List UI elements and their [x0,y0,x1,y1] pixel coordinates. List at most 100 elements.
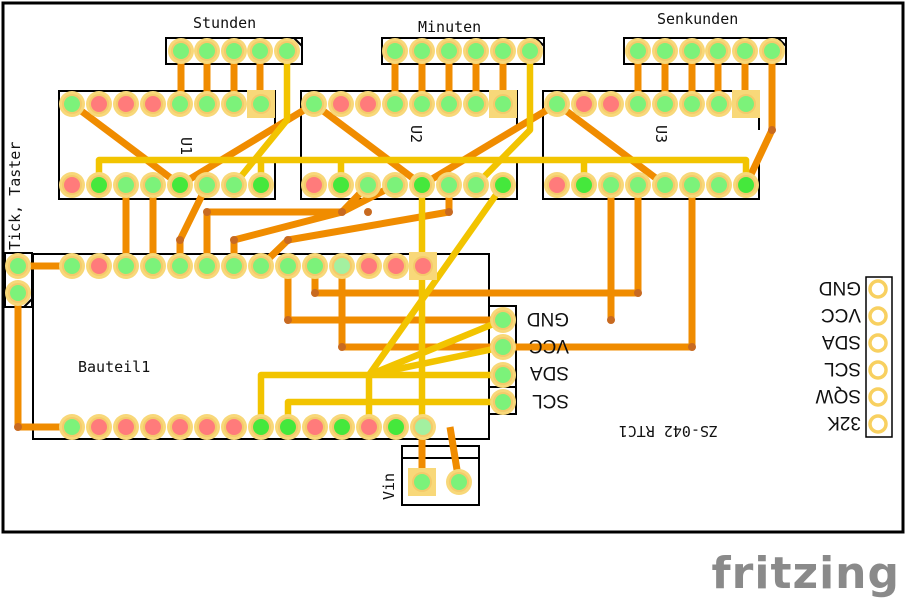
chip-pad[interactable] [167,91,193,117]
chip-pad[interactable] [571,172,597,198]
chip-pad[interactable] [463,91,489,117]
vin-pad[interactable] [408,468,436,496]
bauteil-pad[interactable] [275,414,301,440]
trace-top[interactable] [367,316,505,379]
chip-pad[interactable] [463,172,489,198]
bauteil-pad[interactable] [194,253,220,279]
chip-pad[interactable] [436,91,462,117]
chip-pad[interactable] [301,91,327,117]
bauteil-pad[interactable] [302,414,328,440]
chip-pad[interactable] [194,91,220,117]
header-pad[interactable] [247,38,273,64]
bauteil-pad[interactable] [329,253,355,279]
bauteil-pad[interactable] [86,414,112,440]
chip-pad[interactable] [301,172,327,198]
trace-bottom[interactable] [554,101,668,188]
chip-pad[interactable] [382,91,408,117]
rtc-connector-pad[interactable] [490,389,516,415]
bauteil-pad[interactable] [86,253,112,279]
chip-pad[interactable] [490,172,516,198]
chip-pad[interactable] [409,172,435,198]
chip-pad[interactable] [652,172,678,198]
bauteil-pad[interactable] [221,253,247,279]
trace-bottom[interactable] [420,100,559,189]
chip-pad[interactable] [248,172,274,198]
bauteil-pad[interactable] [194,414,220,440]
rtc-connector-pad[interactable] [490,307,516,333]
bauteil-pad[interactable] [410,414,436,440]
bauteil-pad[interactable] [383,414,409,440]
bauteil-pad[interactable] [167,253,193,279]
header-pad[interactable] [274,38,300,64]
header-pad[interactable] [436,38,462,64]
chip-pad[interactable] [382,172,408,198]
rtc-module-pad[interactable] [868,360,888,380]
vin-pad[interactable] [446,469,472,495]
chip-pad[interactable] [544,91,570,117]
trace-top[interactable] [368,343,504,379]
chip-pad[interactable] [113,91,139,117]
minuten-header-outline[interactable] [381,37,545,65]
bauteil-pad[interactable] [302,253,328,279]
chip-pad[interactable] [436,172,462,198]
chip-pad[interactable] [194,172,220,198]
tick-taster-outline[interactable] [4,252,33,308]
bauteil-pad[interactable] [113,253,139,279]
chip-pad[interactable] [113,172,139,198]
bauteil-pad[interactable] [59,253,85,279]
bauteil-pad[interactable] [140,414,166,440]
chip-pad[interactable] [733,172,759,198]
rtc-connector-pad[interactable] [490,362,516,388]
sekunden-header-outline[interactable] [623,37,787,65]
stunden-header-outline[interactable] [165,37,303,65]
header-pad[interactable] [490,38,516,64]
chip-pad[interactable] [652,91,678,117]
chip-pad[interactable] [221,172,247,198]
chip-pad[interactable] [544,172,570,198]
trace-bottom[interactable] [311,101,425,188]
header-pad[interactable] [732,38,758,64]
chip-pad[interactable] [328,172,354,198]
header-pad[interactable] [221,38,247,64]
chip-pad[interactable] [140,91,166,117]
chip-pad[interactable] [86,91,112,117]
header-pad[interactable] [194,38,220,64]
rtc-module-connector-outline[interactable] [865,276,893,438]
trace-bottom[interactable] [178,101,316,188]
chip-pad[interactable] [706,172,732,198]
header-pad[interactable] [409,38,435,64]
chip-pad[interactable] [167,172,193,198]
bauteil-pad[interactable] [275,253,301,279]
header-pad[interactable] [705,38,731,64]
rtc-module-pad[interactable] [868,279,888,299]
header-pad[interactable] [625,38,651,64]
chip-pad[interactable] [679,172,705,198]
chip-pad[interactable] [247,90,275,118]
bauteil-pad[interactable] [383,253,409,279]
trace-top[interactable] [231,51,291,188]
rtc-module-pad[interactable] [868,306,888,326]
chip-pad[interactable] [625,172,651,198]
header-pad[interactable] [652,38,678,64]
bauteil-pad[interactable] [329,414,355,440]
header-pad[interactable] [759,38,785,64]
bauteil-pad[interactable] [59,414,85,440]
chip-pad[interactable] [679,91,705,117]
trace-bottom[interactable] [338,185,696,351]
chip-pad[interactable] [625,91,651,117]
chip-pad[interactable] [355,172,381,198]
rtc-module-pad[interactable] [868,333,888,353]
chip-pad[interactable] [598,91,624,117]
taster-pad[interactable] [5,280,31,306]
rtc-connector-pad[interactable] [490,334,516,360]
chip-pad[interactable] [86,172,112,198]
header-pad[interactable] [382,38,408,64]
bauteil-pad[interactable] [356,253,382,279]
trace-bottom[interactable] [69,101,183,188]
bauteil-pad[interactable] [221,414,247,440]
chip-pad[interactable] [409,91,435,117]
rtc-module-pad[interactable] [868,414,888,434]
chip-pad[interactable] [59,172,85,198]
header-pad[interactable] [168,38,194,64]
trace-top[interactable] [473,51,534,188]
